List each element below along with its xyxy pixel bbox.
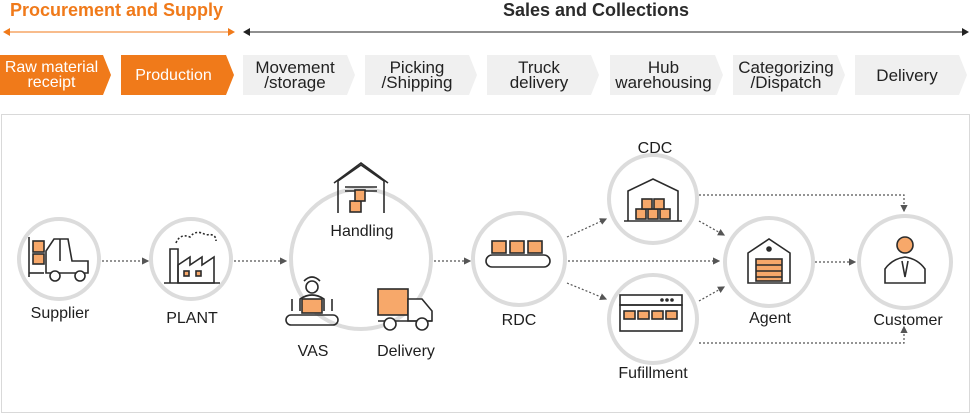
flow-diagram-canvas: [17, 153, 953, 365]
cdc-label: CDC: [637, 140, 673, 157]
cdc-warehouse-icon: [624, 178, 682, 222]
customer-circle: [857, 214, 953, 310]
stage-label: Delivery: [876, 65, 938, 85]
procurement-span-left-arrow: [3, 28, 10, 36]
stage-hub-warehousing: Hub warehousing: [610, 55, 723, 95]
fulfillment-machine-icon: [619, 294, 683, 332]
truck-icon: [377, 288, 433, 331]
stage-label: Picking /Shipping: [381, 58, 453, 92]
stage-truck-delivery: Truck delivery: [487, 55, 599, 95]
connector-fulfillment-customer: [699, 325, 908, 344]
plant-circle: [149, 217, 233, 301]
stage-categorizing-dispatch: Categorizing /Dispatch: [733, 55, 845, 95]
handling-label: Handling: [330, 223, 394, 240]
stage-label: Hub warehousing: [615, 58, 712, 92]
plant-label: PLANT: [166, 310, 218, 327]
connector-cdc-agent: [698, 220, 726, 236]
stage-label: Production: [135, 66, 212, 84]
warehouse-icon: [333, 162, 389, 213]
agent-label: Agent: [749, 310, 791, 327]
stage-production: Production: [121, 55, 234, 95]
flow-diagram-panel: Supplier PLANT Handling VAS Delivery RDC…: [1, 114, 970, 413]
sales-collections-header: Sales and Collections: [503, 0, 690, 20]
flow-connectors: [102, 194, 908, 344]
connector-cdc-customer: [699, 194, 908, 213]
stage-chevron-row: Raw material receipt Production Movement…: [0, 55, 973, 95]
connector-rdc-fulfillment: [566, 282, 608, 301]
stage-movement-storage: Movement /storage: [243, 55, 355, 95]
stage-picking-shipping: Picking /Shipping: [365, 55, 477, 95]
delivery-label: Delivery: [377, 343, 435, 360]
stage-label: Movement /storage: [255, 58, 335, 92]
connector-fulfillment-agent: [698, 286, 726, 302]
factory-icon: [164, 231, 220, 284]
customer-icon: [884, 236, 926, 284]
cdc-circle: [607, 153, 699, 245]
stage-label: Truck delivery: [509, 58, 569, 92]
rdc-label: RDC: [501, 312, 537, 329]
garage-icon: [747, 238, 791, 284]
customer-label: Customer: [873, 312, 943, 329]
procurement-supply-header: Procurement and Supply: [10, 0, 224, 20]
forklift-icon: [28, 237, 89, 282]
sales-span-right-arrow: [962, 28, 969, 36]
stage-raw-material-receipt: Raw material receipt: [0, 55, 111, 95]
stage-label: Raw material receipt: [4, 59, 99, 91]
conveyor-boxes-icon: [485, 240, 551, 268]
worker-conveyor-icon: [285, 276, 339, 326]
vas-label: VAS: [297, 343, 329, 360]
stage-label: Categorizing /Dispatch: [738, 58, 834, 92]
rdc-circle: [471, 211, 567, 307]
connector-rdc-cdc: [566, 218, 608, 238]
phase-span-arrows: [3, 28, 969, 36]
sales-span-left-arrow: [243, 28, 250, 36]
stage-delivery: Delivery: [855, 55, 967, 95]
fulfillment-label: Fufillment: [618, 365, 688, 382]
procurement-span-right-arrow: [228, 28, 235, 36]
supplier-label: Supplier: [30, 305, 90, 322]
